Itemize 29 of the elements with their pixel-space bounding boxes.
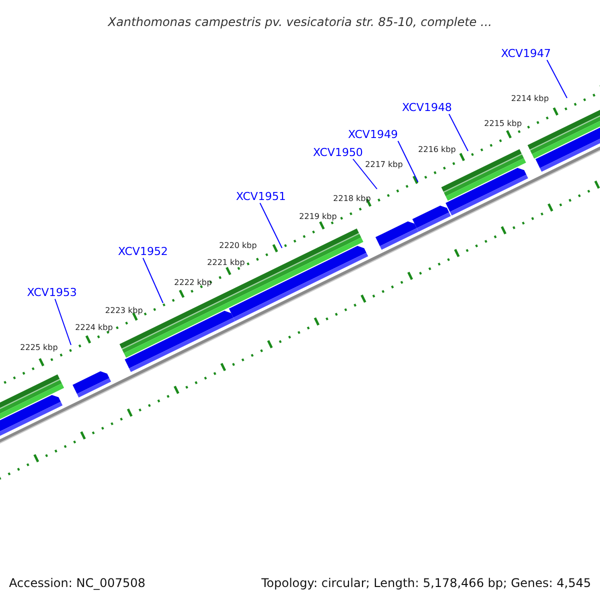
position-label: 2219 kbp [299, 212, 337, 222]
gene-label: XCV1947 [501, 47, 551, 60]
leader-line [398, 140, 418, 182]
genome-summary-text: Topology: circular; Length: 5,178,466 bp; Genes: 4,545 [261, 575, 591, 592]
position-label: 2214 kbp [511, 94, 549, 104]
gene-label: XCV1952 [118, 245, 168, 258]
leader-line [448, 114, 468, 152]
position-label: 2216 kbp [418, 145, 456, 155]
position-label: 2224 kbp [75, 323, 113, 333]
gene-label: XCV1953 [27, 286, 77, 299]
gene-label: XCV1949 [348, 128, 398, 141]
leader-line [352, 158, 378, 190]
gene-label: XCV1948 [402, 101, 452, 114]
position-label: 2218 kbp [333, 194, 371, 204]
position-label: 2220 kbp [219, 241, 257, 251]
leader-line [546, 60, 568, 98]
leader-line [54, 298, 72, 346]
position-label: 2215 kbp [484, 119, 522, 129]
position-label: 2221 kbp [207, 258, 245, 268]
gene-label: XCV1950 [313, 146, 363, 159]
position-label: 2225 kbp [20, 343, 58, 353]
position-label: 2223 kbp [105, 306, 143, 316]
position-label: 2217 kbp [365, 160, 403, 170]
accession-text: Accession: NC_007508 [9, 575, 146, 592]
title: Xanthomonas campestris pv. vesicatoria str. 85-10, complete ... [108, 15, 492, 29]
leader-line [142, 258, 164, 304]
leader-line [260, 202, 282, 248]
position-label: 2222 kbp [174, 278, 212, 288]
gene-label: XCV1951 [236, 190, 286, 203]
